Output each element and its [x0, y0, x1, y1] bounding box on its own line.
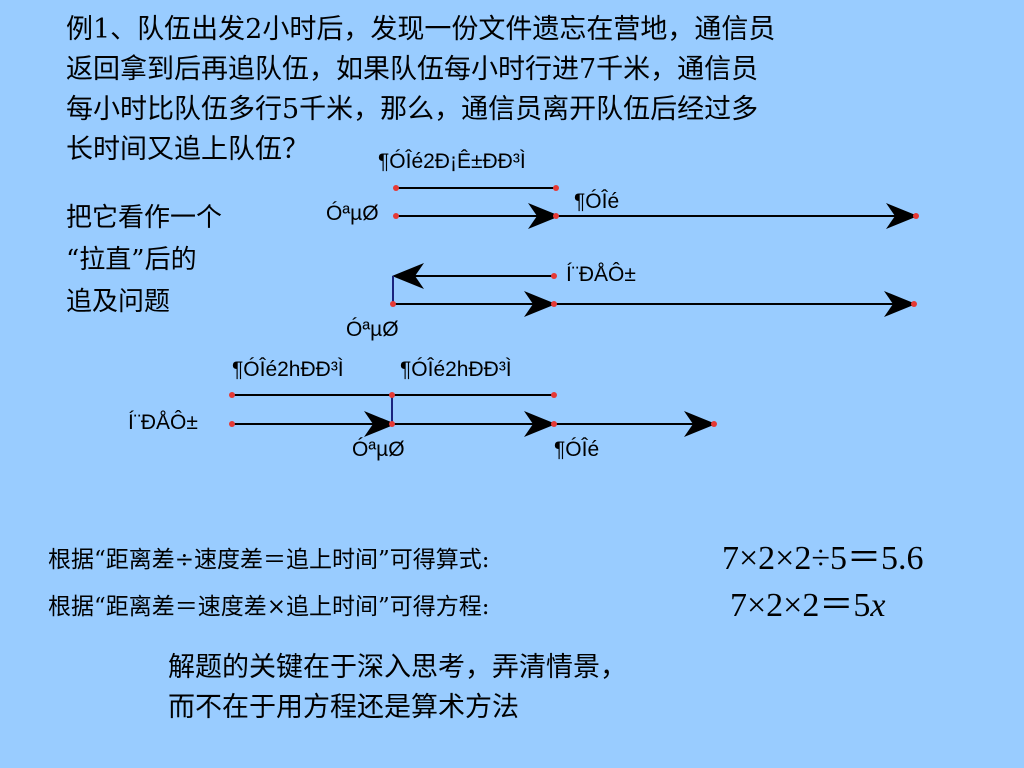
- d1-team-label: ¶ÓÎé: [574, 190, 620, 213]
- d2-endpoint-return-end: [551, 273, 557, 279]
- d3-endpoint-top-right: [551, 392, 557, 398]
- conclusion-line-2: 而不在于用方程还是算术方法: [168, 692, 519, 723]
- d1-endpoint-start-top: [393, 185, 399, 191]
- d1-endpoint-start: [393, 213, 399, 219]
- d1-endpoint-end: [913, 213, 919, 219]
- d2-arrowhead-1: [524, 291, 556, 317]
- d3-start-label: ÓªµØ: [352, 438, 405, 461]
- side-note-line-2: “拉直”后的: [66, 245, 197, 275]
- side-note: 把它看作一个 “拉直”后的 追及问题: [66, 197, 222, 323]
- d2-endpoint-end: [911, 301, 917, 307]
- problem-line-1: 例1、队伍出发2小时后，发现一份文件遗忘在营地，通信员: [66, 14, 776, 45]
- d3-endpoint-left: [229, 421, 235, 427]
- d1-top-label: ¶ÓÎé2Ð¡Ê±ÐÐ³Ì: [378, 150, 526, 173]
- problem-line-4: 长时间又追上队伍？: [66, 134, 309, 165]
- problem-statement: 例1、队伍出发2小时后，发现一份文件遗忘在营地，通信员 返回拿到后再追队伍，如果…: [66, 10, 966, 170]
- d1-endpoint-end-top: [553, 185, 559, 191]
- rule-2-equation: 7×2×2＝5x: [730, 577, 885, 626]
- d1-arrowhead-2: [886, 203, 918, 229]
- d2-endpoint-start: [390, 301, 396, 307]
- diagram-1: [393, 185, 919, 229]
- d3-endpoint-end: [711, 421, 717, 427]
- rule-2-equation-variable: x: [870, 587, 886, 624]
- d3-top-right-label: ¶ÓÎé2hÐÐ³Ì: [400, 358, 512, 381]
- rule-2-equation-left: 7×2×2＝5: [730, 587, 871, 624]
- side-note-line-3: 追及问题: [66, 287, 171, 317]
- d1-start-label: ÓªµØ: [326, 202, 379, 225]
- d2-arrowhead-2: [884, 291, 916, 317]
- d2-arrowhead-left: [392, 263, 424, 289]
- d3-team-label: ¶ÓÎé: [554, 438, 600, 461]
- d2-endpoint-mid: [551, 301, 557, 307]
- d3-arrowhead-2: [524, 411, 556, 437]
- conclusion-line-1: 解题的关键在于深入思考，弄清情景，: [168, 652, 627, 683]
- rule-1-equation: 7×2×2÷5＝5.6: [722, 540, 924, 577]
- d2-messenger-label: Í¨ÐÅÔ±: [566, 263, 636, 286]
- d3-arrowhead-3: [684, 411, 716, 437]
- d2-start-label: ÓªµØ: [346, 318, 399, 341]
- diagram-2: [390, 263, 917, 317]
- rule-1-text: 根据“距离差÷速度差＝追上时间”可得算式:: [48, 547, 490, 573]
- problem-line-2: 返回拿到后再追队伍，如果队伍每小时行进7千米，通信员: [66, 54, 759, 85]
- d3-endpoint-right-mid: [551, 421, 557, 427]
- d3-endpoint-top-mid: [389, 392, 395, 398]
- d3-endpoint-top-left: [229, 392, 235, 398]
- d3-top-left-label: ¶ÓÎé2hÐÐ³Ì: [232, 358, 344, 381]
- rule-2-text: 根据“距离差＝速度差×追上时间”可得方程:: [48, 594, 490, 620]
- diagram-3: [229, 392, 717, 437]
- d3-arrowhead-1: [364, 411, 396, 437]
- d1-endpoint-mid: [553, 213, 559, 219]
- d1-arrowhead-1: [528, 203, 560, 229]
- d3-messenger-label: Í¨ÐÅÔ±: [128, 411, 198, 434]
- problem-line-3: 每小时比队伍多行5千米，那么，通信员离开队伍后经过多: [66, 94, 759, 125]
- side-note-line-1: 把它看作一个: [66, 203, 223, 233]
- d3-endpoint-mid: [389, 421, 395, 427]
